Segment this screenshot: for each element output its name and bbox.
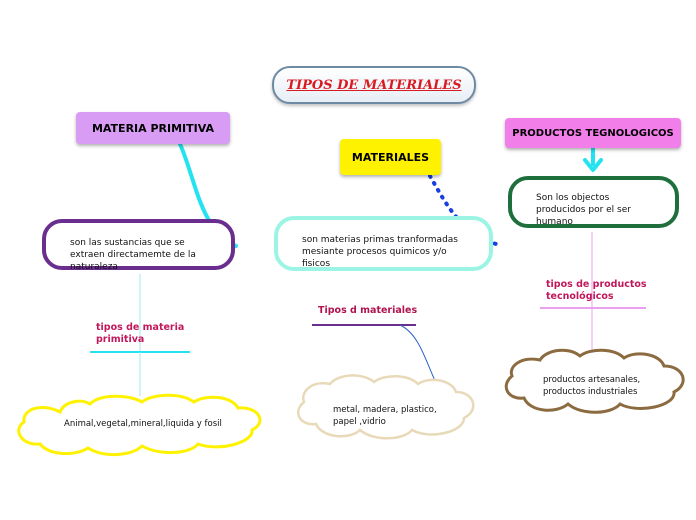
subtopic-tipos-materiales[interactable]: Tipos d materiales	[318, 305, 418, 316]
topic-materia-primitiva-description[interactable]: son las sustancias que se extraen direct…	[42, 219, 235, 272]
cloud-right-shape	[504, 348, 685, 414]
central-topic[interactable]: TIPOS DE MATERIALES	[272, 66, 476, 104]
cloud-left-shape	[17, 393, 262, 456]
cloud-center-shape	[297, 374, 475, 440]
cloud-right-text[interactable]: productos artesanales, productos industr…	[543, 375, 641, 397]
connector-center-heading-to-box	[428, 174, 498, 246]
cloud-left-text[interactable]: Animal,vegetal,mineral,liquida y fosil	[64, 419, 222, 429]
topic-productos-tegnologicos[interactable]: PRODUCTOS TEGNOLOGICOS	[505, 118, 681, 148]
topic-materiales-description[interactable]: son materias primas tranformadas mesiant…	[274, 216, 493, 271]
topic-materia-primitiva[interactable]: MATERIA PRIMITIVA	[76, 112, 230, 144]
subtopic-tipos-productos[interactable]: tipos de productos tecnológicos	[546, 279, 647, 302]
subtopic-tipos-materia-primitiva[interactable]: tipos de materia primitiva	[96, 322, 185, 345]
topic-materiales[interactable]: MATERIALES	[340, 139, 441, 175]
central-topic-label: TIPOS DE MATERIALES	[286, 77, 462, 93]
topic-productos-description[interactable]: Son los objectos producidos por el ser h…	[508, 176, 679, 228]
cloud-center-text[interactable]: metal, madera, plastico, papel ,vidrio	[333, 405, 437, 427]
description-text: son materias primas tranformadas mesiant…	[302, 235, 458, 269]
connector-right-arrowhead	[583, 158, 603, 172]
description-text: son las sustancias que se extraen direct…	[70, 238, 196, 272]
description-text: Son los objectos producidos por el ser h…	[536, 193, 631, 227]
